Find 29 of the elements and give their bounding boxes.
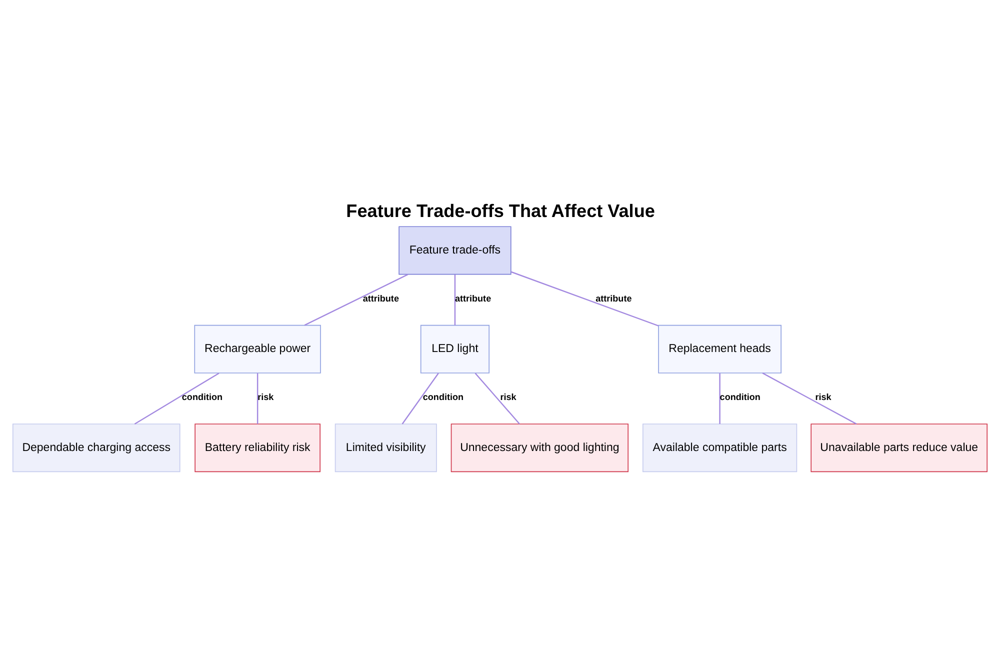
connector [256,372,258,424]
connector [510,270,659,326]
connector [134,372,220,424]
edge-label: risk [500,391,516,402]
edge-label: attribute [362,292,399,303]
node-box: LED light [420,324,490,373]
edge-label: risk [258,391,274,402]
edge-label: condition [720,391,760,402]
node-box: Battery reliability risk [194,423,320,472]
node-box: Rechargeable power [194,324,321,373]
connector [402,372,439,424]
edge-label: condition [422,391,464,402]
edge-label: attribute [454,292,492,303]
connector [304,273,408,326]
node-box: Replacement heads [658,324,782,373]
edge-label: risk [815,391,832,402]
node-box: Feature trade-offs [398,226,512,274]
connector [719,372,720,424]
node-box: Unnecessary with good lighting [450,423,628,472]
connector [454,274,456,325]
connector [762,372,857,424]
node-box: Limited visibility [334,423,437,472]
node-box: Unavailable parts reduce value [810,423,988,472]
node-box: Dependable charging access [12,423,180,472]
node-box: Available compatible parts [642,423,798,472]
diagram-title: Feature Trade-offs That Affect Value [346,200,655,221]
edge-label: attribute [596,292,632,303]
edge-label: condition [182,391,223,402]
connector [474,372,520,424]
